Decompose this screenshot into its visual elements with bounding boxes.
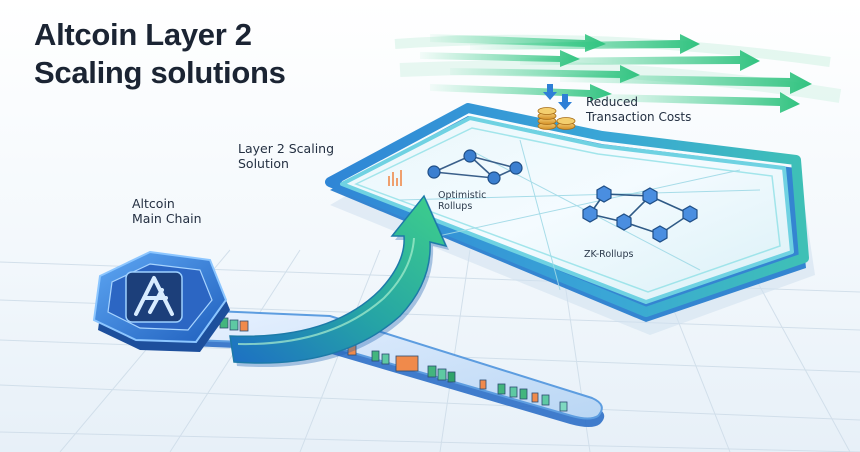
- title-line-1: Altcoin Layer 2: [34, 17, 252, 52]
- block: [437, 368, 447, 381]
- layer2-label: Layer 2 Scaling Solution: [238, 141, 368, 171]
- scaling-arrow: [229, 194, 449, 368]
- block: [381, 353, 390, 365]
- block: [497, 383, 506, 395]
- block: [229, 319, 239, 331]
- block: [371, 350, 380, 362]
- reduced-costs-line-1: Reduced: [586, 95, 639, 109]
- cube-node-icon: [582, 185, 698, 243]
- optimistic-line-1: Optimistic: [438, 190, 487, 201]
- block: [239, 320, 249, 332]
- cube-node-icon: [427, 149, 523, 185]
- block: [427, 365, 437, 378]
- main-chain-hexagon: [92, 250, 230, 352]
- block: [559, 401, 568, 412]
- zk-rollups-label: ZK-Rollups: [584, 249, 634, 260]
- main-chain-label: Altcoin Main Chain: [132, 196, 222, 226]
- speed-arrow-icon: [394, 34, 842, 113]
- block: [447, 371, 456, 383]
- reduced-costs-line-2: Transaction Costs: [586, 110, 692, 124]
- block: [479, 379, 487, 390]
- main-chain-label-line-1: Altcoin: [132, 196, 175, 211]
- optimistic-line-2: Rollups: [438, 201, 473, 212]
- optimistic-rollups-label: Optimistic Rollups: [438, 190, 518, 212]
- layer2-label-line-1: Layer 2 Scaling: [238, 141, 335, 156]
- layer2-label-line-2: Solution: [238, 156, 289, 171]
- page-title: Altcoin Layer 2 Scaling solutions: [34, 16, 454, 92]
- main-chain-label-line-2: Main Chain: [132, 211, 202, 226]
- reduced-costs-label: Reduced Transaction Costs: [586, 95, 716, 125]
- down-arrow-icon: [543, 84, 572, 110]
- block: [531, 392, 539, 403]
- optimistic-network: [427, 149, 523, 185]
- coin-stack-icon: [537, 107, 576, 130]
- block: [395, 355, 419, 372]
- layer2-platform: [325, 103, 809, 322]
- block: [541, 394, 550, 406]
- altcoin-logo-icon: [125, 271, 183, 323]
- zk-network: [582, 185, 698, 243]
- mini-bar-icon: [388, 170, 402, 186]
- block: [519, 388, 528, 400]
- title-line-2: Scaling solutions: [34, 55, 286, 90]
- block: [509, 386, 518, 398]
